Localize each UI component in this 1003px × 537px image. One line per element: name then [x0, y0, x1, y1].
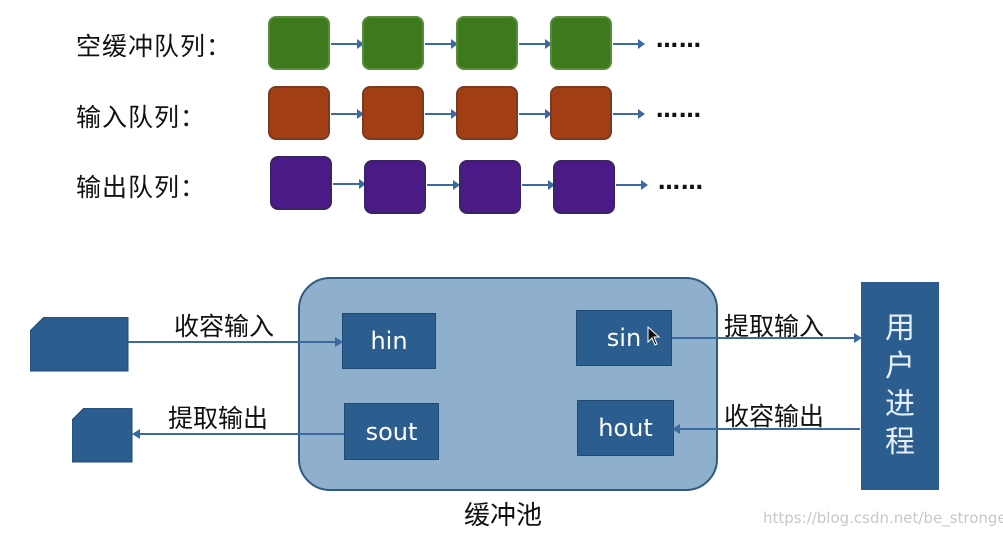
output-queue-node	[553, 160, 615, 214]
input-queue-label: 输入队列：	[76, 103, 207, 132]
input-queue-node	[268, 86, 330, 140]
hin-buffer: hin	[342, 313, 436, 369]
input-queue-node	[550, 86, 612, 140]
queue-link-arrow	[519, 39, 552, 49]
collect-output-label: 收容输出	[724, 402, 825, 431]
user-process-box: 用户进程	[861, 282, 939, 490]
mouse-cursor-icon	[647, 326, 661, 346]
empty-queue-node	[456, 16, 518, 70]
output-device-shape	[72, 408, 133, 463]
sin-buffer: sin	[576, 310, 672, 366]
input-device-shape	[30, 317, 129, 372]
queue-link-arrow	[522, 180, 555, 190]
queue-link-arrow	[519, 109, 552, 119]
collect-output-arrow	[672, 424, 860, 434]
empty-queue-node	[268, 16, 330, 70]
queue-link-arrow	[427, 180, 460, 190]
extract-input-label: 提取输入	[724, 312, 825, 341]
output-queue-node	[364, 160, 426, 214]
sout-buffer: sout	[344, 403, 439, 460]
user-process-label: 用户进程	[885, 311, 915, 460]
input-queue-node	[362, 86, 424, 140]
queue-link-arrow	[425, 39, 458, 49]
queue-link-arrow	[613, 109, 645, 119]
empty-queue-node	[550, 16, 612, 70]
output-queue-node	[459, 160, 521, 214]
extract-output-arrow	[132, 429, 344, 439]
input-queue-ellipsis: ……	[656, 98, 702, 123]
collect-input-label: 收容输入	[174, 312, 275, 341]
extract-input-arrow	[672, 333, 862, 343]
queue-link-arrow	[331, 109, 364, 119]
empty-queue-ellipsis: ……	[656, 28, 702, 53]
queue-link-arrow	[425, 109, 458, 119]
extract-output-label: 提取输出	[168, 404, 269, 433]
buffer-pool-label: 缓冲池	[464, 501, 543, 531]
queue-link-arrow	[613, 39, 645, 49]
hout-buffer: hout	[577, 400, 674, 456]
watermark: https://blog.csdn.net/be_stronger	[763, 509, 1003, 527]
output-queue-node	[270, 156, 332, 210]
collect-input-arrow	[128, 337, 343, 347]
empty-queue-node	[362, 16, 424, 70]
output-queue-ellipsis: ……	[658, 170, 704, 195]
output-queue-label: 输出队列：	[76, 173, 207, 202]
queue-link-arrow	[333, 179, 366, 189]
empty-queue-label: 空缓冲队列：	[76, 32, 233, 61]
input-queue-node	[456, 86, 518, 140]
queue-link-arrow	[331, 39, 364, 49]
queue-link-arrow	[616, 180, 648, 190]
